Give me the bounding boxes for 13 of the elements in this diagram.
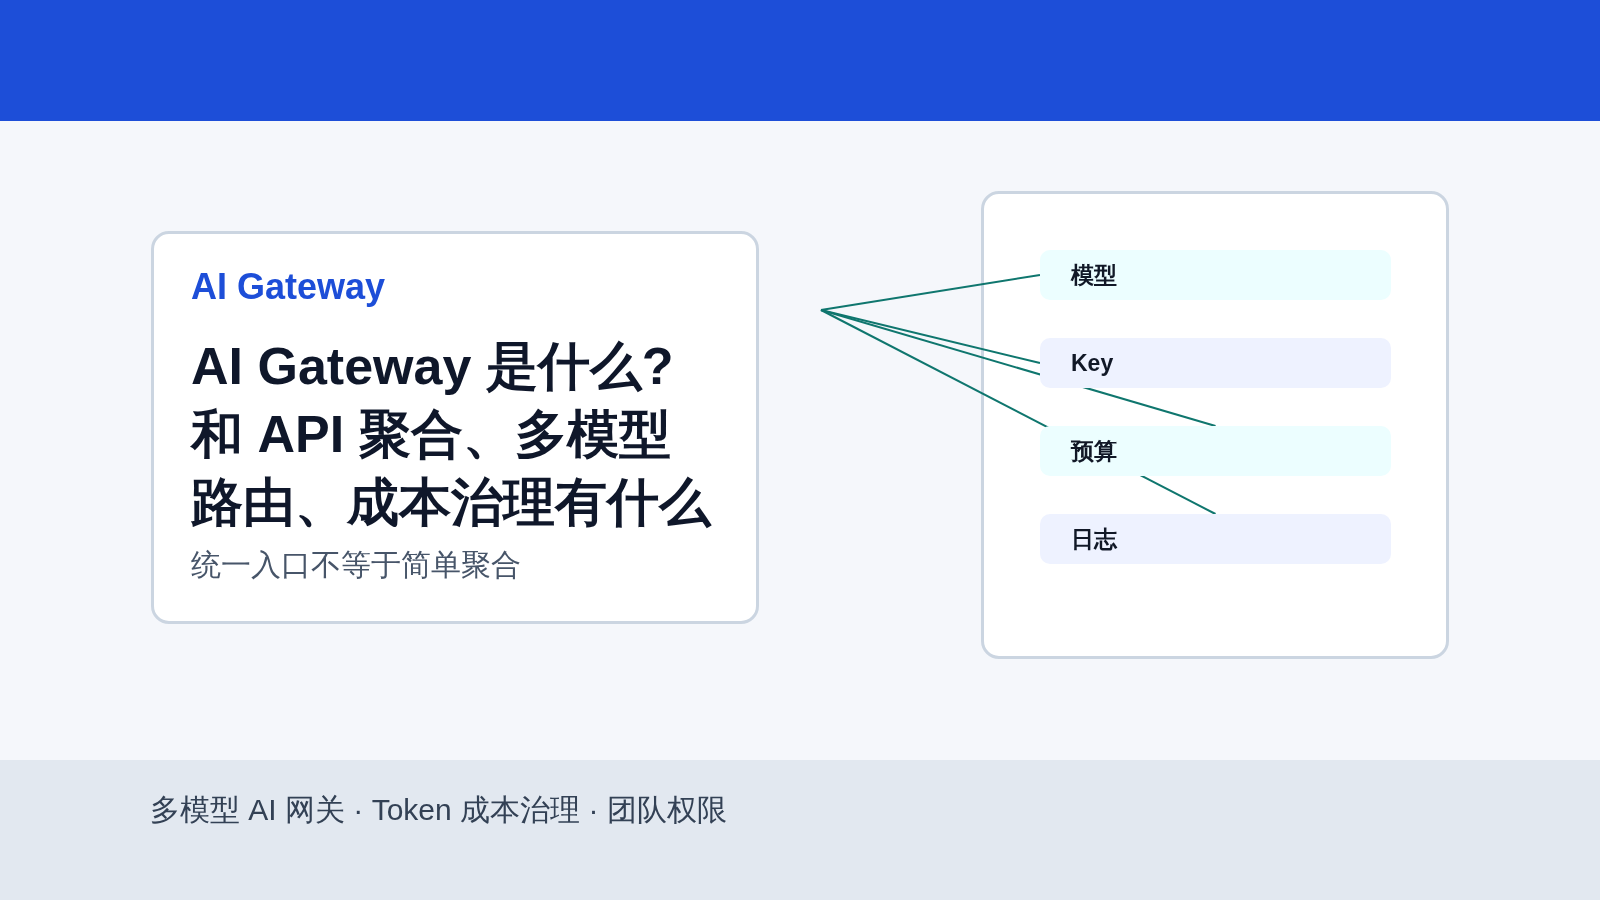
footer-text: 多模型 AI 网关 · Token 成本治理 · 团队权限	[150, 792, 727, 828]
feature-item: 预算	[1040, 426, 1391, 476]
connector-line	[820, 309, 1217, 515]
info-card	[151, 231, 759, 624]
headline: AI Gateway 是什么?和 API 聚合、多模型路由、成本治理有什么	[191, 336, 713, 533]
panel-card	[981, 191, 1449, 659]
feature-item: Key	[1040, 338, 1391, 388]
connector-line	[820, 274, 1041, 311]
section-label: AI Gateway	[191, 265, 386, 308]
subtitle: 统一入口不等于简单聚合	[191, 547, 521, 583]
connector-line	[820, 309, 1217, 427]
feature-item: 模型	[1040, 250, 1391, 300]
feature-item: 日志	[1040, 514, 1391, 564]
